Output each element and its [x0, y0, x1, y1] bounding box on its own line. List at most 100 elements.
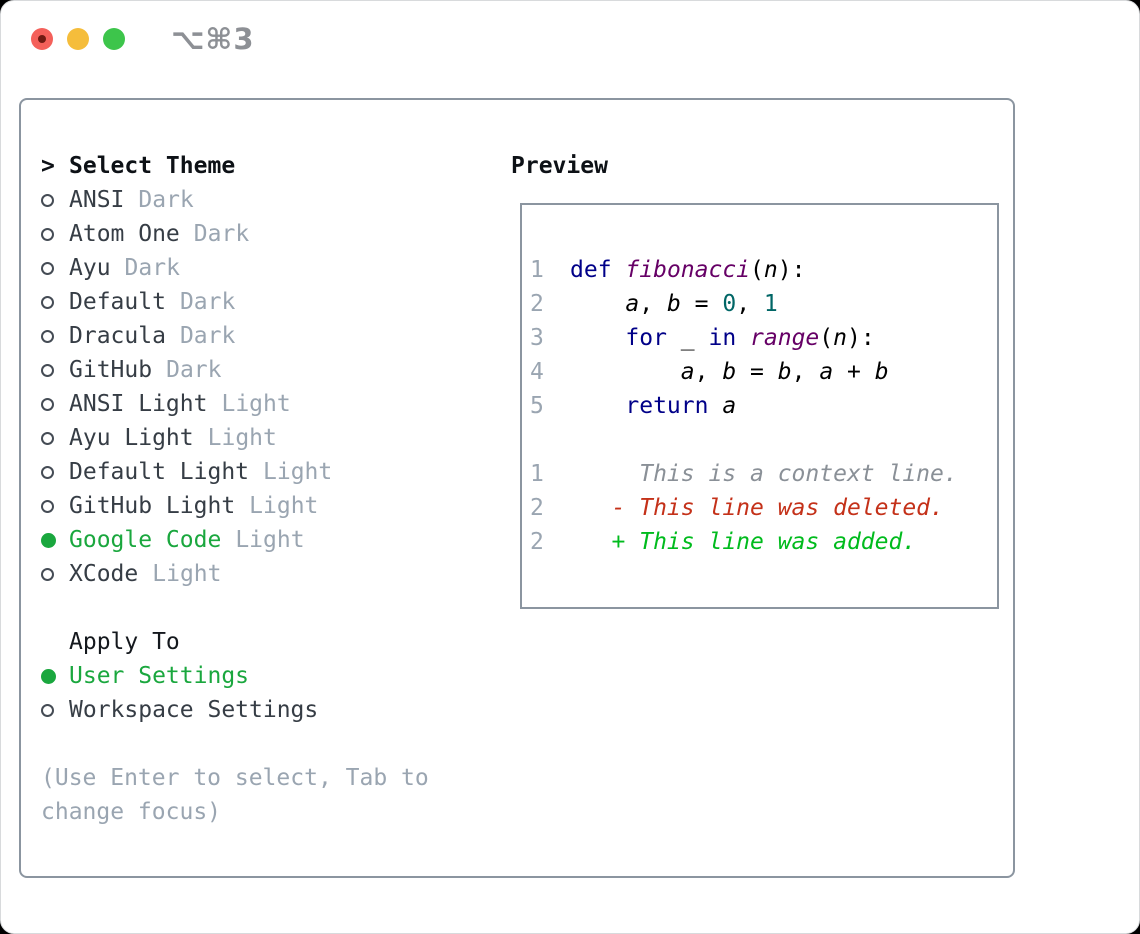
diff-text: - This line was deleted. [570, 495, 944, 521]
selected-radio-icon [41, 668, 69, 684]
theme-variant-tag: Dark [179, 289, 236, 315]
radio-icon [41, 193, 69, 207]
theme-variant-tag: Dark [193, 221, 250, 247]
theme-name: Default [69, 289, 166, 315]
theme-name: Atom One [69, 221, 180, 247]
theme-name: Ayu [69, 255, 111, 281]
spacer [41, 727, 501, 761]
code-line: 5 return a [530, 389, 997, 423]
code-line: 1 def fibonacci(n): [530, 253, 997, 287]
theme-option-default[interactable]: Default Dark [41, 285, 501, 319]
line-number: 2 [530, 529, 544, 555]
theme-name: GitHub Light [69, 493, 236, 519]
window-title: ⌥⌘3 [171, 22, 255, 56]
radio-icon [41, 363, 69, 377]
theme-name: ANSI [69, 187, 125, 213]
diff-line-added: 2 + This line was added. [530, 525, 997, 559]
line-number: 3 [530, 325, 544, 351]
theme-variant-tag: Light [235, 527, 305, 553]
apply-to-header: Apply To [41, 625, 501, 659]
select-theme-heading: Select Theme [69, 153, 236, 179]
theme-name: Ayu Light [69, 425, 194, 451]
theme-name: ANSI Light [69, 391, 208, 417]
diff-text: This is a context line. [570, 461, 958, 487]
code-line: 2 a, b = 0, 1 [530, 287, 997, 321]
line-number: 2 [530, 291, 544, 317]
line-number: 5 [530, 393, 544, 419]
apply-option-user-settings[interactable]: User Settings [41, 659, 501, 693]
spacer [41, 591, 501, 625]
theme-option-google-code[interactable]: Google Code Light [41, 523, 501, 557]
select-theme-header: > Select Theme [41, 149, 501, 183]
code-text: a, b = b, a + b [680, 359, 889, 385]
theme-option-default-light[interactable]: Default Light Light [41, 455, 501, 489]
theme-name: Google Code [69, 527, 222, 553]
selected-radio-icon [41, 532, 69, 548]
radio-icon [41, 227, 69, 241]
theme-option-ansi[interactable]: ANSI Dark [41, 183, 501, 217]
line-number: 2 [530, 495, 544, 521]
diff-line-context: 1 This is a context line. [530, 457, 997, 491]
diff-preview: 1 This is a context line.2 - This line w… [530, 457, 997, 559]
theme-variant-tag: Light [221, 391, 291, 417]
radio-icon [41, 295, 69, 309]
theme-variant-tag: Light [263, 459, 333, 485]
preview-heading: Preview [511, 153, 608, 179]
close-button[interactable] [31, 28, 53, 50]
code-line: 3 for _ in range(n): [530, 321, 997, 355]
diff-line-deleted: 2 - This line was deleted. [530, 491, 997, 525]
prompt-icon: > [41, 153, 55, 179]
minimize-button[interactable] [67, 28, 89, 50]
theme-name: XCode [69, 561, 139, 587]
line-number: 4 [530, 359, 544, 385]
theme-name: Default Light [69, 459, 250, 485]
theme-option-ayu-light[interactable]: Ayu Light Light [41, 421, 501, 455]
apply-option-label: User Settings [69, 663, 250, 689]
theme-option-xcode[interactable]: XCode Light [41, 557, 501, 591]
code-text: a, b = 0, 1 [625, 291, 778, 317]
theme-option-ansi-light[interactable]: ANSI Light Light [41, 387, 501, 421]
theme-variant-tag: Light [152, 561, 222, 587]
radio-icon [41, 329, 69, 343]
line-number: 1 [530, 257, 544, 283]
radio-icon [41, 397, 69, 411]
radio-icon [41, 703, 69, 717]
theme-variant-tag: Dark [124, 255, 180, 281]
theme-variant-tag: Dark [179, 323, 236, 349]
blank-line [530, 423, 997, 457]
radio-icon [41, 465, 69, 479]
theme-name: Dracula [69, 323, 166, 349]
diff-text: + This line was added. [570, 529, 917, 555]
theme-option-dracula[interactable]: Dracula Dark [41, 319, 501, 353]
apply-option-workspace-settings[interactable]: Workspace Settings [41, 693, 501, 727]
zoom-button[interactable] [103, 28, 125, 50]
code-text: for _ in range(n): [625, 325, 875, 351]
theme-name: GitHub [69, 357, 153, 383]
usage-hint: (Use Enter to select, Tab to change focu… [41, 765, 429, 825]
radio-icon [41, 567, 69, 581]
code-text: def fibonacci(n): [570, 257, 806, 283]
theme-variant-tag: Light [207, 425, 277, 451]
code-line: 4 a, b = b, a + b [530, 355, 997, 389]
line-number: 1 [530, 461, 544, 487]
radio-icon [41, 431, 69, 445]
theme-variant-tag: Dark [138, 187, 194, 213]
close-dot-icon [38, 35, 46, 43]
theme-option-ayu[interactable]: Ayu Dark [41, 251, 501, 285]
code-text: return a [625, 393, 737, 419]
apply-to-heading: Apply To [69, 629, 180, 655]
titlebar: ⌥⌘3 [31, 21, 255, 57]
apply-option-label: Workspace Settings [69, 697, 319, 723]
radio-icon [41, 261, 69, 275]
theme-option-atom-one[interactable]: Atom One Dark [41, 217, 501, 251]
